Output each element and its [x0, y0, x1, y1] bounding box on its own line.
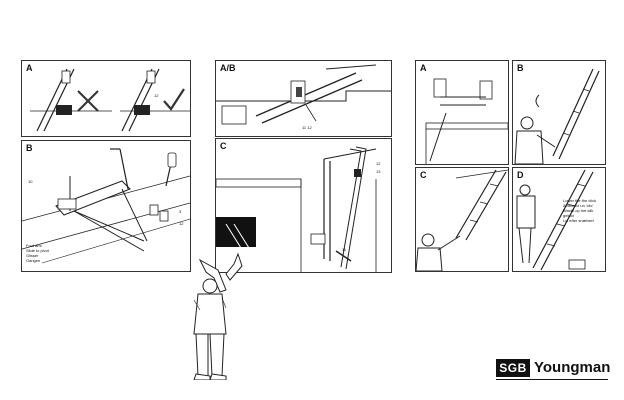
caption-line: Gangen: [26, 258, 41, 263]
panel-label: A: [420, 63, 427, 73]
illustration-pulling-ladder: [514, 68, 600, 164]
panel-left-a: A 12: [21, 60, 191, 137]
panel-middle-ab: A/B 11 12: [215, 60, 392, 137]
callout-number: 11: [342, 247, 347, 252]
panel-right-c: C: [415, 167, 509, 272]
panel-label: B: [517, 63, 524, 73]
sgb-logo: SGB: [496, 359, 530, 377]
panel-label: C: [220, 141, 227, 151]
callout-number: 12: [154, 93, 159, 98]
illustration-ladder-folding: [22, 148, 190, 264]
illustration-hinge-wrong-right: [30, 68, 190, 132]
man-figure-illustration: [193, 252, 243, 380]
panel-left-b: B 10 3 12 Fout ami Slide to pivot Glisse…: [21, 140, 191, 272]
callout-number: 12: [376, 161, 381, 166]
youngman-logo-text: Youngman: [534, 359, 611, 376]
callout-number: 13: [376, 169, 381, 174]
brand-logo: SGB Youngman: [496, 357, 611, 381]
caption-block: Fout ami Slide to pivot Glisser Gangen: [26, 243, 49, 263]
illustration-ladder-stowed: [425, 78, 508, 164]
caption-line: Fout ami: [26, 243, 42, 248]
illustration-ladder-deployed: [516, 169, 594, 271]
panel-right-d: D Lower the the click Abaissez un 'clic'…: [512, 167, 606, 272]
panel-label: A: [26, 63, 33, 73]
illustration-ladder-opening: [216, 146, 377, 272]
panel-label: B: [26, 143, 33, 153]
panel-middle-c: C 12 13 11: [215, 138, 392, 273]
caption-line: Slide to pivot: [26, 248, 49, 253]
caption-line: Glisser: [26, 253, 39, 258]
note-line: Lower the the click: [563, 198, 597, 203]
callout-number: 3: [179, 209, 182, 214]
note-line: Wacht op het klik geluid: [563, 208, 594, 218]
panel-label: C: [420, 170, 427, 180]
logo-underline: [496, 379, 608, 380]
illustration-extending-ladder: [416, 169, 508, 271]
panel-label: D: [517, 170, 524, 180]
panel-label: A/B: [220, 63, 236, 73]
callout-number: 10: [28, 179, 33, 184]
panel-right-a: A: [415, 60, 509, 165]
callout-number: 11 12: [302, 125, 312, 130]
callout-number: 12: [179, 221, 184, 226]
note-line: Lyt efter snæbset: [563, 218, 594, 223]
note-line: Abaissez un 'clic': [563, 203, 594, 208]
panel-right-b: B: [512, 60, 606, 165]
illustration-ladder-hatch-top: [216, 64, 391, 125]
note-block: Lower the the click Abaissez un 'clic' W…: [563, 198, 605, 223]
